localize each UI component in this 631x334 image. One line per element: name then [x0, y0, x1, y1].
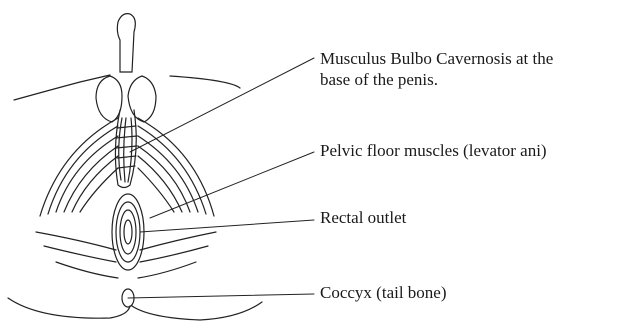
- left-buttock-outline: [8, 298, 130, 318]
- bulbo-label-line1: Musculus Bulbo Cavernosis at the: [320, 48, 553, 69]
- coccyx-label: Coccyx (tail bone): [320, 282, 447, 303]
- leader-line-pelvic: [150, 152, 314, 218]
- pelvic-floor-label: Pelvic floor muscles (levator ani): [320, 140, 547, 161]
- right-bulb-outline: [128, 76, 156, 122]
- right-thigh-outline: [170, 76, 240, 88]
- leader-line-coccyx: [128, 294, 314, 298]
- right-buttock-outline: [132, 302, 262, 320]
- leader-line-bulbo: [130, 58, 314, 152]
- penis-outline: [117, 14, 135, 72]
- bulbo-cavernosis-label: Musculus Bulbo Cavernosis at the base of…: [320, 48, 553, 90]
- left-bulb-outline: [96, 76, 122, 122]
- bulbo-label-line2: base of the penis.: [320, 69, 553, 90]
- rectal-outlet-label: Rectal outlet: [320, 207, 406, 228]
- leader-line-rectal: [140, 220, 314, 232]
- rectal-outlet: [112, 194, 144, 270]
